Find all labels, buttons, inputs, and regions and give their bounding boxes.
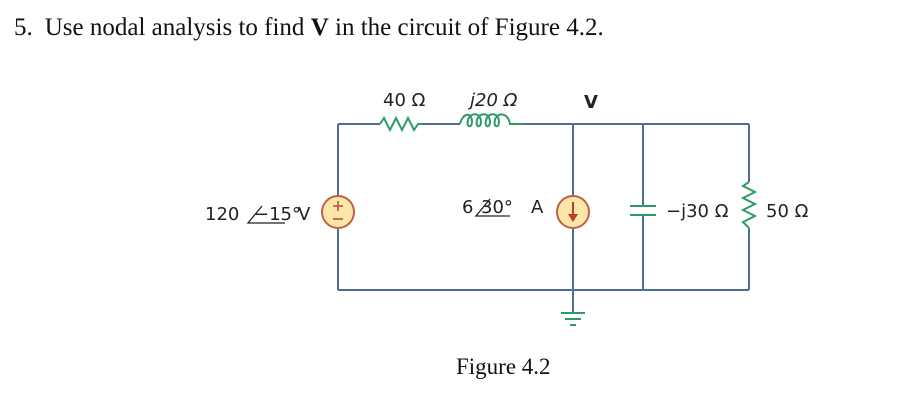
label-inductor: j20 Ω (467, 90, 518, 111)
inductor-icon (459, 113, 523, 128)
vs-magnitude: 120 (205, 204, 239, 225)
resistor-50-icon (740, 181, 758, 229)
cs-angle: 30° (481, 197, 513, 218)
label-resistor-50: 50 Ω (766, 201, 809, 222)
resistor-40-icon (379, 115, 422, 133)
problem-variable: V (310, 14, 329, 41)
problem-number: 5. (14, 14, 33, 41)
figure-caption: Figure 4.2 (456, 354, 551, 379)
label-resistor-40: 40 Ω (383, 90, 426, 111)
label-capacitor: −j30 Ω (666, 201, 729, 222)
ground-icon (561, 312, 585, 326)
voltage-source-icon (321, 195, 355, 229)
label-voltage-source: 120 −15° V (205, 204, 311, 225)
wires (337, 123, 750, 313)
cs-magnitude: 6 (462, 197, 473, 218)
capacitor-icon (630, 205, 656, 216)
problem-text-1: Use nodal analysis to find (44, 14, 311, 41)
label-current-source: 6 30° A (462, 197, 544, 218)
current-source-icon (556, 195, 590, 229)
cs-unit: A (531, 197, 544, 218)
label-node-v: V (584, 92, 598, 113)
vs-unit: V (298, 204, 311, 225)
problem-statement: 5. Use nodal analysis to find V in the ci… (14, 14, 604, 42)
vs-angle: −15° (254, 204, 301, 225)
problem-text-2: in the circuit of Figure 4.2. (328, 14, 604, 41)
